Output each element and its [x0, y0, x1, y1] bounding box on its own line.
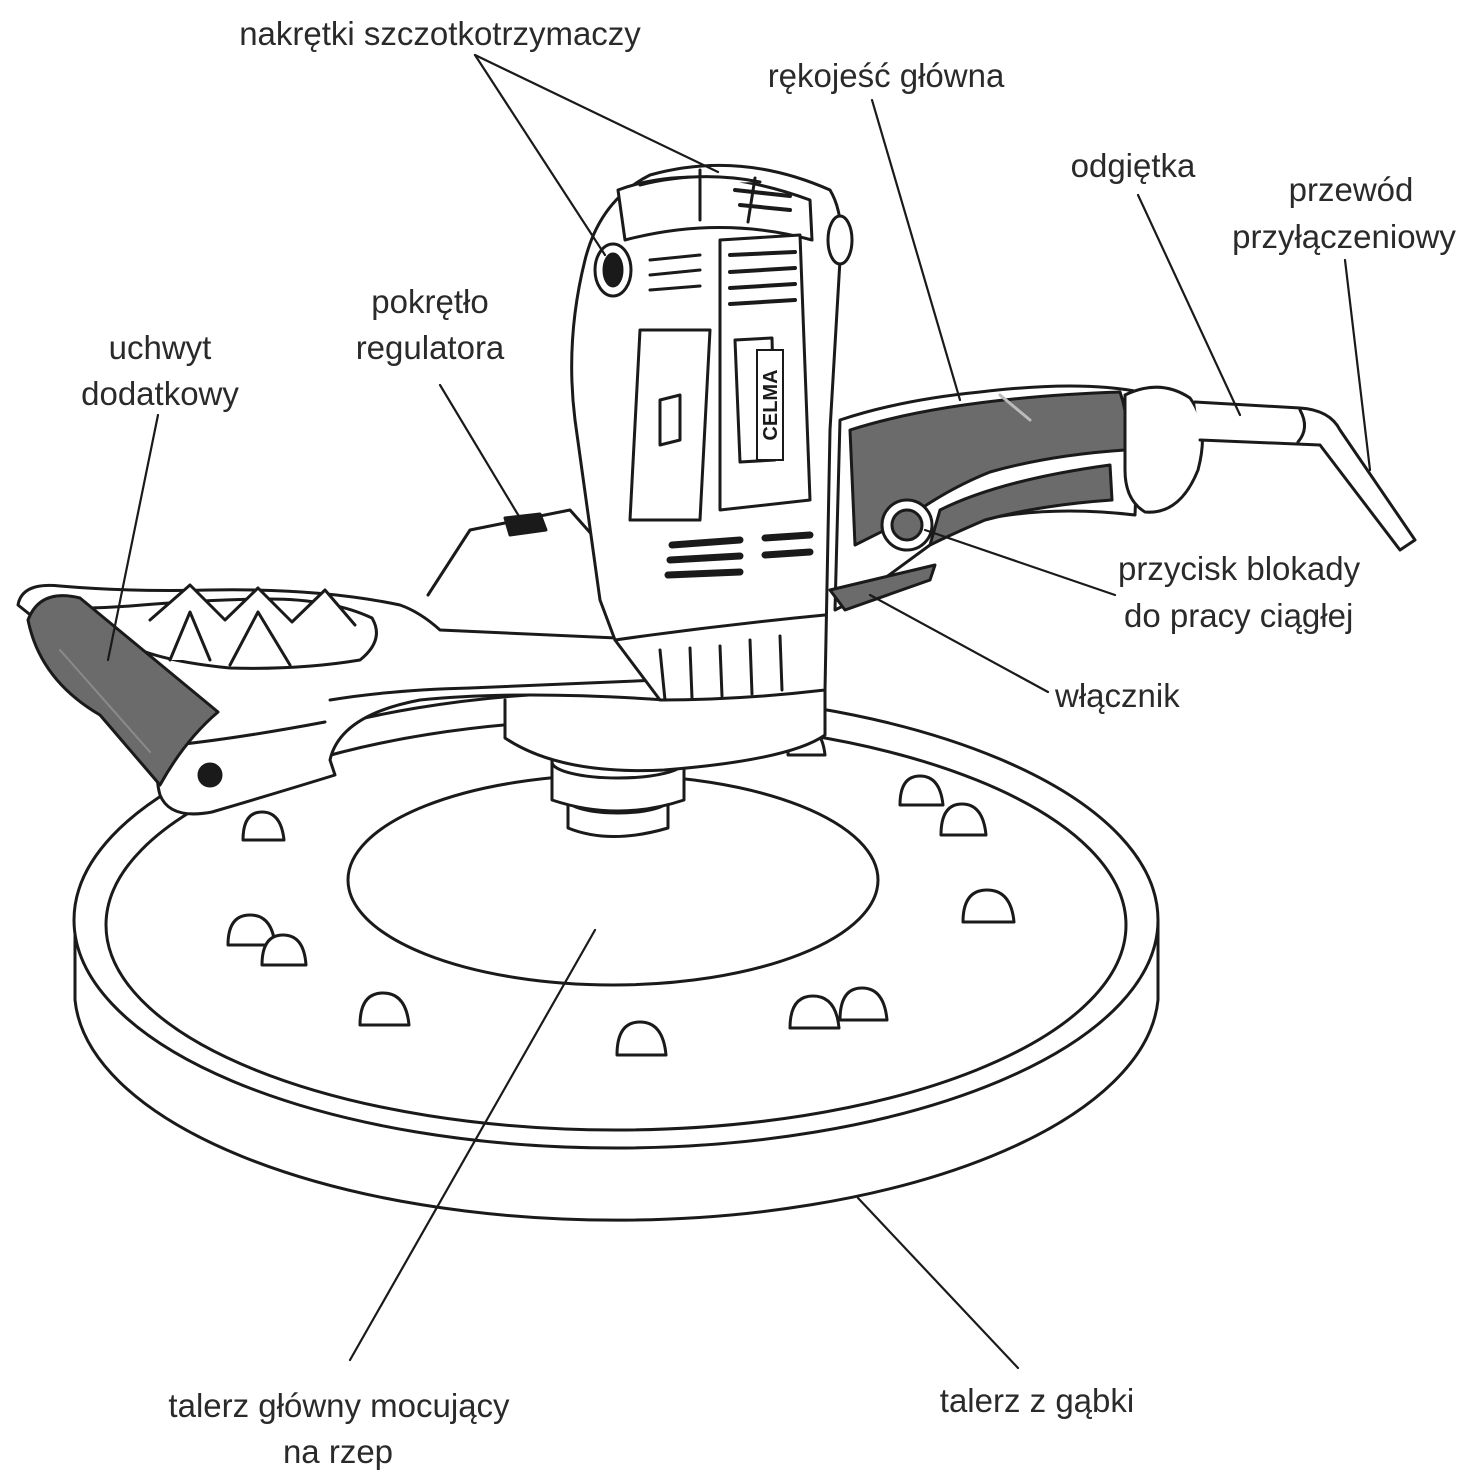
- label-aux-handle-1: uchwyt: [108, 329, 212, 366]
- label-brush-nuts: nakrętki szczotkotrzymaczy: [239, 15, 641, 52]
- leader-brush-nut-1: [473, 53, 607, 257]
- leader-strain-relief: [1136, 193, 1242, 417]
- label-strain-relief: odgiętka: [1070, 147, 1196, 184]
- label-power-cord-1: przewód: [1288, 171, 1414, 208]
- leader-lock-button: [923, 528, 1117, 597]
- leader-main-plate: [348, 928, 597, 1362]
- leader-sponge-plate: [856, 1196, 1020, 1370]
- leader-switch: [868, 593, 1050, 694]
- leader-power-cord: [1343, 258, 1372, 472]
- label-lock-button-2: do pracy ciągłej: [1124, 597, 1354, 634]
- label-power-cord-2: przyłączeniowy: [1232, 218, 1456, 255]
- spindle: [503, 688, 827, 838]
- regulator-knob: [426, 508, 612, 602]
- label-lock-button-1: przycisk blokady: [1118, 550, 1361, 587]
- label-regulator-knob-2: regulatora: [355, 329, 505, 366]
- label-main-handle: rękojeść główna: [767, 57, 1005, 94]
- strain-relief-and-cord: [1123, 385, 1417, 552]
- leader-brush-nut-2: [473, 53, 720, 174]
- label-main-plate-1: talerz główny mocujący: [168, 1387, 510, 1424]
- auxiliary-handle: [16, 583, 667, 816]
- main-handle: [828, 384, 1142, 612]
- motor-housing: [570, 163, 854, 702]
- leader-main-handle: [870, 98, 962, 402]
- leader-lines: [106, 53, 1372, 1370]
- brand-logo: CELMA: [756, 349, 784, 461]
- leader-aux-handle: [106, 413, 160, 662]
- label-switch: włącznik: [1055, 677, 1180, 714]
- label-sponge-plate: talerz z gąbki: [939, 1382, 1135, 1419]
- label-main-plate-2: na rzep: [282, 1433, 394, 1470]
- label-regulator-knob-1: pokrętło: [371, 283, 489, 320]
- brand-logo-text: CELMA: [760, 369, 782, 440]
- label-aux-handle-2: dodatkowy: [81, 375, 239, 412]
- leader-regulator-knob: [438, 383, 522, 520]
